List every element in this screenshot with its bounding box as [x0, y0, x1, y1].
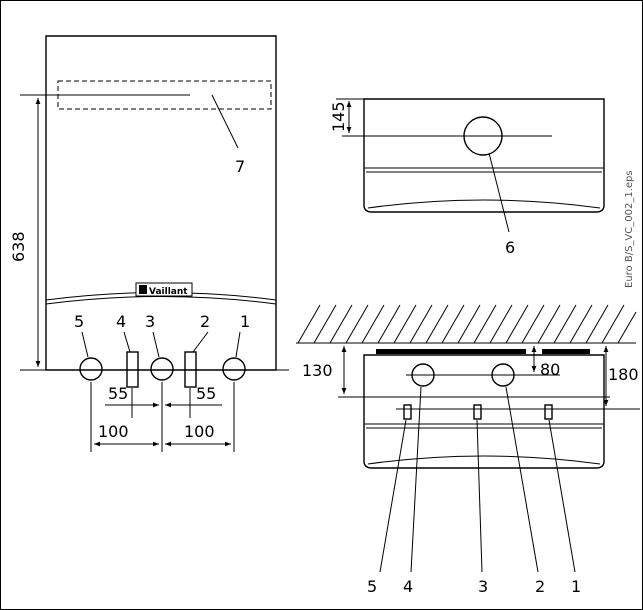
dim-55-left: 55: [108, 384, 128, 403]
dim-80: 80: [540, 360, 560, 379]
bottom-label-2: 2: [535, 577, 545, 596]
front-label-1: 1: [240, 312, 250, 331]
bottom-connection-3: [473, 404, 482, 420]
bottom-view-casing: [363, 354, 605, 469]
top-view-casing: [363, 98, 605, 213]
bottom-connection-1: [544, 404, 553, 420]
bottom-view: 130 80 180 5 4 3 2 1: [296, 304, 640, 596]
logo-text: Vaillant: [149, 287, 188, 297]
front-label-2: 2: [200, 312, 210, 331]
dim-100-left: 100: [98, 422, 129, 441]
wall-hatching: [296, 304, 637, 344]
dim-180: 180: [608, 365, 639, 384]
connection-5: [79, 357, 103, 381]
mounting-bracket-left: [376, 349, 526, 354]
bottom-label-4: 4: [403, 577, 413, 596]
dim-130: 130: [302, 361, 333, 380]
mounting-bracket-right: [542, 349, 590, 354]
dim-638: 638: [9, 231, 28, 262]
dim-55-right: 55: [196, 384, 216, 403]
dim-145: 145: [329, 101, 348, 132]
callout-6: 6: [505, 238, 515, 257]
callout-7: 7: [235, 157, 245, 176]
bottom-label-5: 5: [367, 577, 377, 596]
dim-100-right: 100: [184, 422, 215, 441]
connection-3: [150, 357, 174, 381]
bottom-connection-5: [403, 404, 412, 420]
front-label-4: 4: [116, 312, 126, 331]
file-label: Euro B/S_VC_002_1.eps: [624, 170, 635, 288]
bottom-label-1: 1: [571, 577, 581, 596]
vaillant-logo: [135, 282, 193, 297]
top-view: 145 6: [329, 98, 605, 257]
front-view: 7 638 Vaillant 5 4 3 2 1: [9, 35, 289, 452]
front-label-5: 5: [74, 312, 84, 331]
connection-1: [222, 357, 246, 381]
bottom-label-3: 3: [478, 577, 488, 596]
front-label-3: 3: [145, 312, 155, 331]
